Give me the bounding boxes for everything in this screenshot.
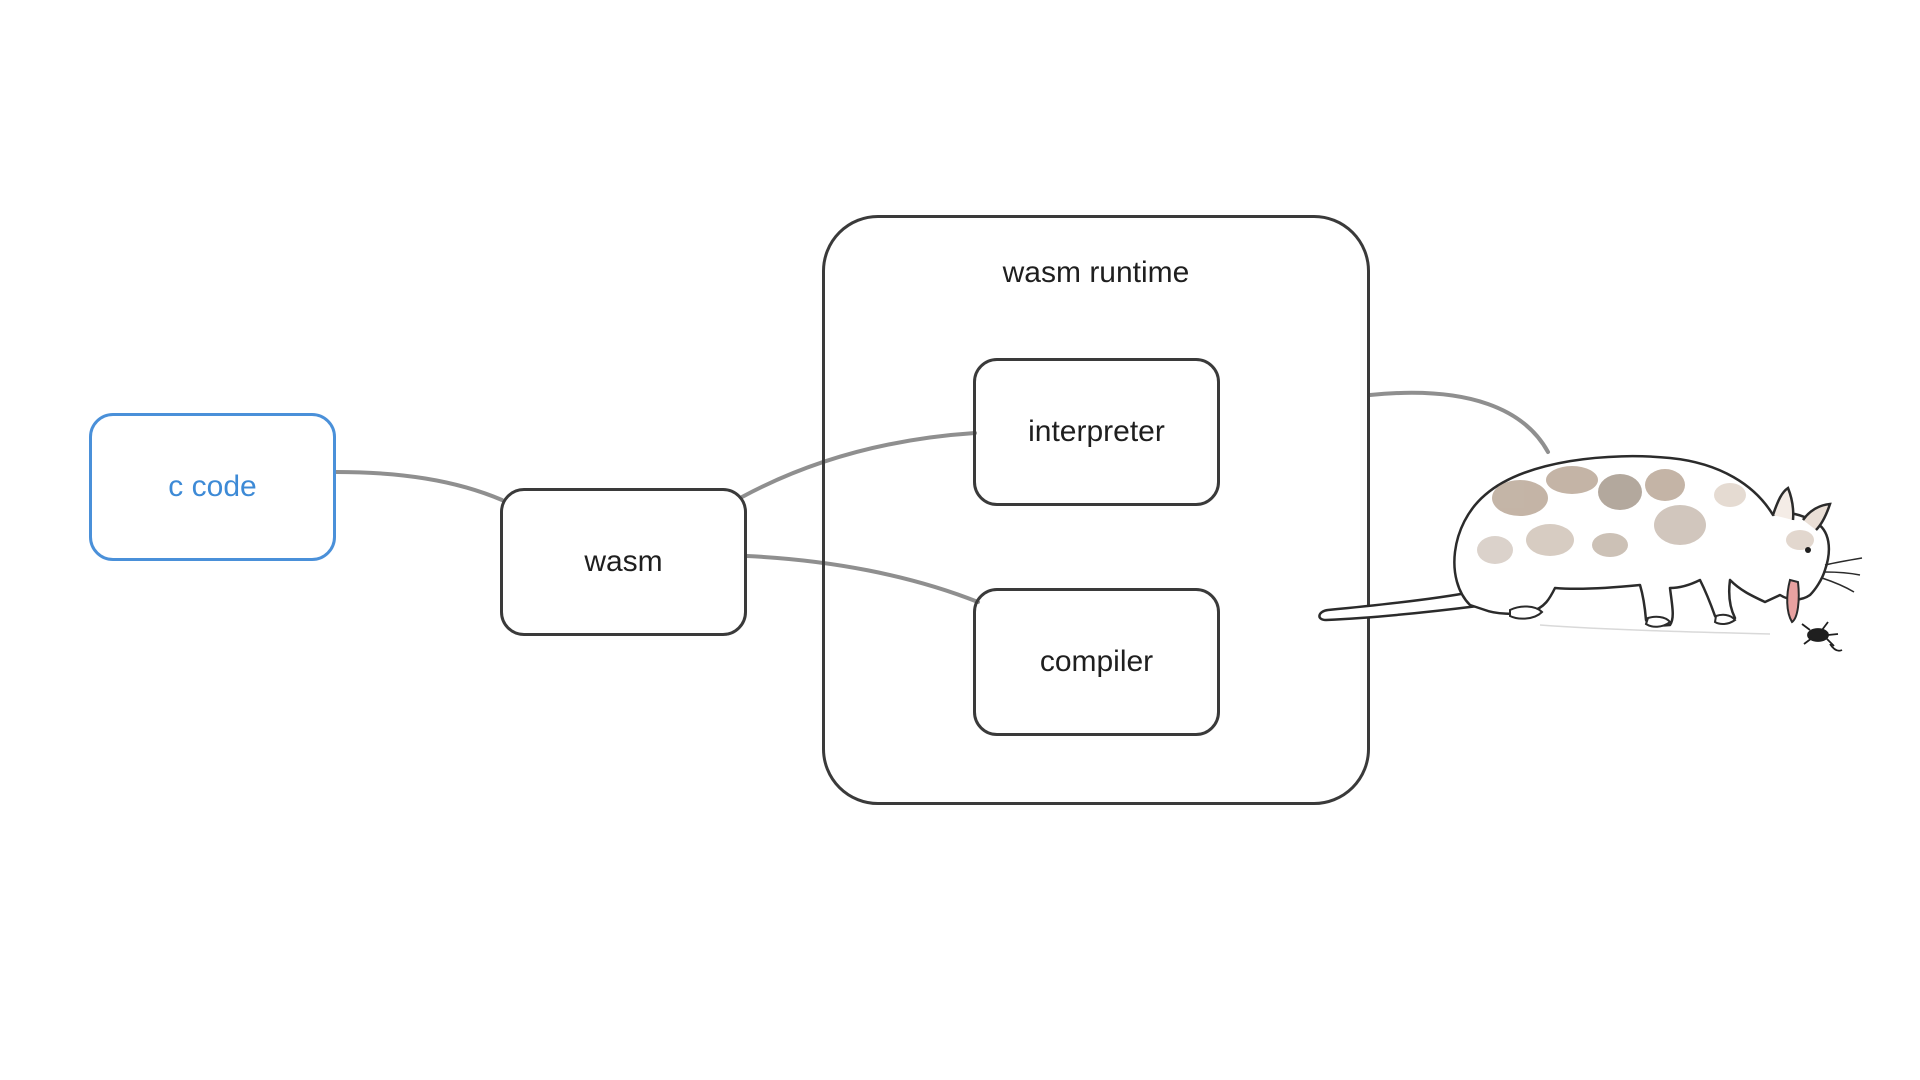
cat-tail xyxy=(1318,590,1479,622)
wasm-runtime-box: wasm runtime xyxy=(822,215,1370,805)
wasm-label: wasm xyxy=(584,545,663,578)
cat-whiskers xyxy=(1821,557,1863,593)
cat-eye xyxy=(1805,547,1811,553)
interpreter-box: interpreter xyxy=(973,358,1220,506)
compiler-box: compiler xyxy=(973,588,1220,736)
cat-ear-right xyxy=(1801,502,1832,531)
connector-ccode-to-wasm xyxy=(334,470,504,502)
cat-illustration xyxy=(1318,454,1863,652)
bug-icon xyxy=(1801,621,1843,652)
wasm-runtime-label: wasm runtime xyxy=(1002,256,1190,289)
compiler-label: compiler xyxy=(1039,645,1154,678)
ground-line xyxy=(1539,624,1771,635)
interpreter-label: interpreter xyxy=(1028,415,1165,448)
cat-fur-patches xyxy=(1477,466,1814,564)
wasm-box: wasm xyxy=(500,488,747,636)
c-code-label: c code xyxy=(168,470,257,503)
cat-ear-left xyxy=(1771,486,1795,521)
cat-tongue xyxy=(1786,578,1800,624)
c-code-box: c code xyxy=(89,413,336,561)
cat-paws xyxy=(1509,605,1737,628)
